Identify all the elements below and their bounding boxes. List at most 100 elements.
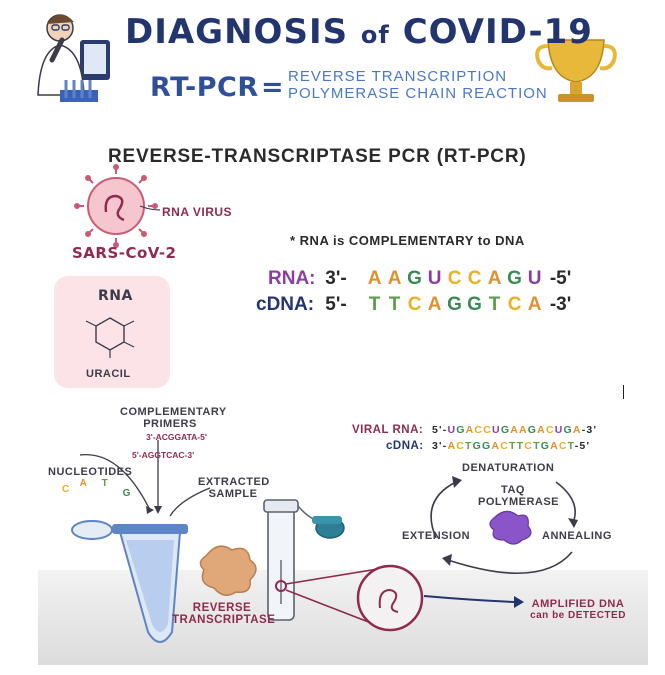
viral-cdna-char: G [482, 440, 492, 452]
cdna-base: T [488, 294, 501, 315]
rna-card-title: RNA [98, 288, 133, 304]
section-title: REVERSE-TRANSCRIPTASE PCR (RT-PCR) [108, 146, 527, 167]
rna-base: G [507, 268, 522, 289]
result-line-2: can be DETECTED [530, 610, 626, 621]
polymerase-label-line-1: TAQ [501, 484, 525, 496]
rna-base: C [447, 268, 462, 289]
primers-label-line-1: COMPLEMENTARY [120, 406, 227, 418]
viral-rna-char: C [545, 424, 555, 436]
nucleotide-letters: C A T G [62, 478, 130, 499]
nucleotide-c: C [62, 484, 70, 495]
cdna-base: C [407, 294, 422, 315]
viral-cdna-char: T [509, 440, 517, 452]
pcr-cycle [430, 476, 578, 574]
viral-cdna-char: G [472, 440, 483, 452]
rna-base: G [407, 268, 422, 289]
nucleotide-t: T [101, 478, 108, 489]
cdna-base: G [467, 294, 482, 315]
rna-base: A [387, 268, 402, 289]
viral-cdna-char: C [524, 440, 534, 452]
title-part-of: of [360, 21, 390, 49]
nucleotide-g: G [122, 488, 131, 499]
viral-cdna-char: ' [586, 440, 591, 452]
viral-rna-char: ' [439, 424, 443, 436]
rtpcr-abbreviation: RT-PCR [150, 72, 259, 103]
primers-label: COMPLEMENTARY PRIMERS [120, 406, 227, 430]
viral-cdna-char: C [558, 440, 568, 452]
rna-seq-prefix: 3'- [325, 268, 347, 289]
rna-seq-label: RNA: [268, 268, 316, 289]
pcr-tube [71, 440, 211, 643]
viral-rna-char: G [563, 424, 573, 436]
cdna-base: A [527, 294, 542, 315]
viral-cdna-char: - [574, 440, 580, 452]
rna-virus-label: RNA VIRUS [162, 205, 233, 219]
definition-line-2: POLYMERASE CHAIN REACTION [288, 85, 548, 102]
polymerase-label-line-2: POLYMERASE [478, 496, 560, 508]
viral-rna-char: A [518, 424, 528, 436]
cdna-base: T [388, 294, 401, 315]
trophy-icon [535, 39, 617, 102]
enzyme-label-line-2: TRANSCRIPTASE [172, 614, 276, 626]
viral-cdna-sequence: 3'-ACTGGACTTCTGACT-5' [432, 440, 590, 452]
cdna-seq-prefix: 5'- [325, 294, 347, 315]
amplified-dna-label: AMPLIFIED DNA can be DETECTED [528, 598, 628, 621]
scientist-illustration [37, 14, 110, 102]
viral-cdna-char: A [491, 440, 501, 452]
viral-cdna-label: cDNA: [386, 440, 424, 452]
title-part-diagnosis: DIAGNOSIS [125, 12, 349, 52]
sample-label-line-2: SAMPLE [208, 488, 258, 500]
viral-rna-char: U [492, 424, 501, 436]
viral-rna-char: A [510, 424, 519, 436]
rtpcr-definition: REVERSE TRANSCRIPTION POLYMERASE CHAIN R… [288, 68, 548, 102]
rna-base: A [367, 268, 382, 289]
viral-rna-char: ' [593, 424, 598, 436]
viral-rna-sequence: 5'-UGACCUGAAGACUGA-3' [432, 424, 597, 436]
title-part-covid: COVID-19 [402, 12, 593, 52]
primers-label-line-2: PRIMERS [143, 418, 197, 430]
viral-rna-char: C [483, 424, 493, 436]
cdna-seq-label: cDNA: [256, 294, 315, 315]
primer-sequence-2: 5'-AGGTCAC-3' [132, 450, 195, 460]
cdna-seq-suffix: -3' [549, 294, 572, 315]
viral-cdna-char: T [516, 440, 525, 452]
nucleotides-label: NUCLEOTIDES [48, 466, 133, 478]
viral-rna-char: U [554, 424, 564, 436]
viral-rna-char: - [581, 424, 587, 436]
viral-cdna-char: - [442, 440, 448, 452]
viral-cdna-char: C [500, 440, 510, 452]
cdna-base: T [368, 294, 381, 315]
viral-rna-char: A [537, 424, 546, 436]
viral-rna-char: A [465, 424, 475, 436]
viral-cdna-char: A [550, 440, 559, 452]
viral-cdna-char: 5 [579, 440, 587, 452]
viral-rna-char: C [474, 424, 484, 436]
viral-cdna-char: 3 [432, 440, 440, 452]
virus-name: SARS-CoV-2 [72, 244, 177, 262]
viral-rna-char: - [442, 424, 448, 436]
taq-polymerase-label: TAQ POLYMERASE [478, 484, 560, 508]
rna-seq-suffix: -5' [549, 268, 572, 289]
rna-base: A [487, 268, 502, 289]
result-arrow [423, 595, 524, 608]
sample-label-line-1: EXTRACTED [198, 476, 270, 488]
annealing-label: ANNEALING [542, 530, 612, 542]
extracted-sample-label: EXTRACTED SAMPLE [198, 476, 270, 500]
nucleotide-a: A [79, 478, 87, 489]
magnifier-lens [285, 564, 424, 632]
cdna-base: C [507, 294, 522, 315]
virus-illustration [74, 164, 161, 248]
viral-rna-char: G [500, 424, 511, 436]
complement-note: * RNA is COMPLEMENTARY to DNA [290, 233, 525, 248]
viral-cdna-char: C [456, 440, 466, 452]
denaturation-label: DENATURATION [462, 462, 555, 474]
viral-rna-label: VIRAL RNA: [352, 424, 424, 436]
viral-cdna-char: ' [439, 440, 443, 452]
enzyme-label-line-1: REVERSE [192, 602, 252, 614]
main-title: DIAGNOSIS of COVID-19 [125, 12, 593, 52]
viral-cdna-char: T [567, 440, 575, 452]
